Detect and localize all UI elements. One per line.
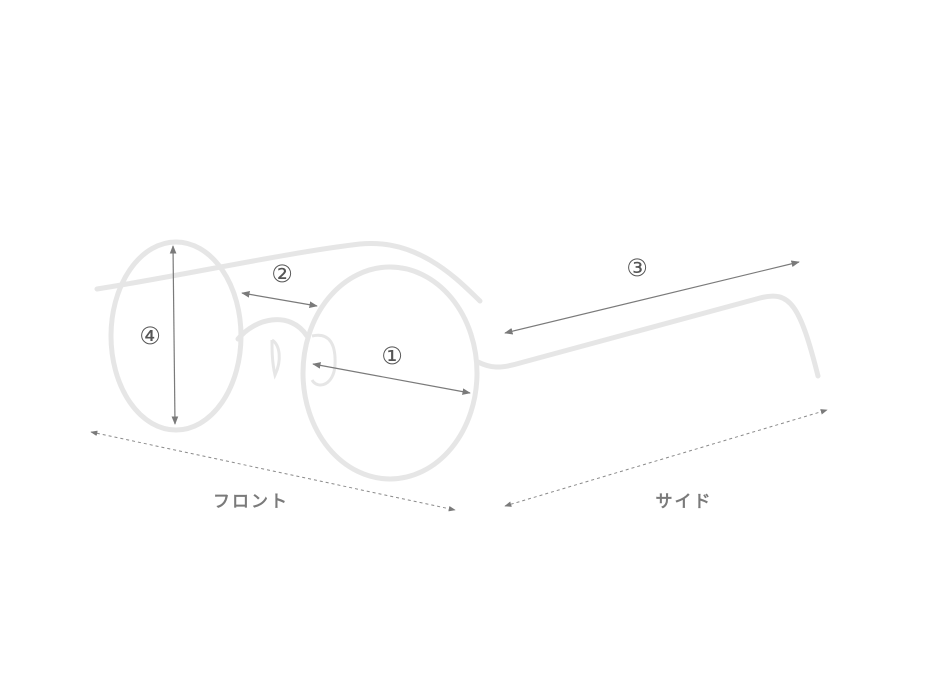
side-label: サイド xyxy=(656,492,713,512)
nose-pad-left xyxy=(270,338,281,380)
left-lens xyxy=(108,239,244,433)
front-width-dotted-arrow xyxy=(90,430,456,512)
temple-length-arrow xyxy=(504,260,800,335)
lens-height-label: ④ xyxy=(139,322,161,350)
lens-width-label: ① xyxy=(381,342,403,370)
temple-length-label: ③ xyxy=(626,254,648,282)
bridge xyxy=(235,317,310,342)
temple xyxy=(475,293,821,379)
nose-pad-right xyxy=(310,333,337,387)
lens-width-arrow xyxy=(312,362,471,395)
side-length-dotted-arrow xyxy=(504,409,828,507)
right-lens xyxy=(300,264,480,482)
front-label: フロント xyxy=(213,492,289,512)
bridge-width-arrow xyxy=(241,290,318,309)
glasses-frame xyxy=(94,239,821,482)
bridge-width-label: ② xyxy=(271,260,293,288)
lens-height-arrow xyxy=(169,245,179,425)
